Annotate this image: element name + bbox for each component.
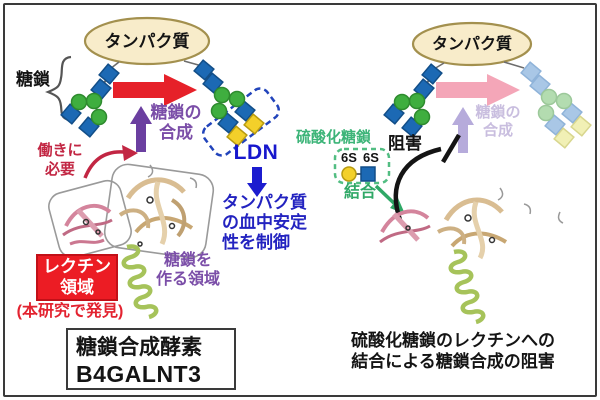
sulfated-glycan-label: 硫酸化糖鎖 bbox=[296, 129, 372, 146]
galnac-squares bbox=[226, 113, 265, 147]
helix-right bbox=[448, 249, 486, 325]
synthesis-label-left: 糖鎖の 合成 bbox=[150, 103, 202, 143]
lectin-domain-label: レクチン 領域 bbox=[36, 254, 118, 301]
helix-left bbox=[121, 244, 159, 320]
substrate-glycan-left bbox=[60, 63, 120, 138]
inhibition-arrow bbox=[393, 133, 461, 221]
ldn-label: LDN bbox=[233, 141, 279, 164]
catalytic-domain-label: 糖鎖を 作る領域 bbox=[155, 252, 220, 288]
substrate-glycan-right bbox=[383, 63, 443, 138]
stability-note: タンパク質 の血中安定 性を制御 bbox=[222, 193, 307, 253]
lectin-ribbons-left bbox=[62, 203, 113, 246]
protein-ellipse-right bbox=[411, 21, 533, 67]
enzyme-action-arrow-faded bbox=[452, 107, 474, 153]
sulfated-glycan-symbols bbox=[341, 166, 376, 182]
lectin-ribbons-right bbox=[379, 209, 431, 244]
product-glycan-faded bbox=[520, 61, 592, 149]
synthesis-arrow-red bbox=[113, 74, 197, 106]
lectin-domain-outline bbox=[48, 179, 132, 259]
enzyme-action-arrow-purple bbox=[130, 106, 152, 152]
inhibition-label: 阻害 bbox=[388, 134, 422, 153]
sulfate-tag-2: 6S bbox=[363, 150, 379, 165]
synthesis-label-faded: 糖鎖の 合成 bbox=[475, 104, 521, 139]
catalytic-ribbons-left bbox=[118, 164, 198, 247]
protein-label-right: タンパク質 bbox=[431, 36, 512, 53]
enzyme-caption-box: 糖鎖合成酵素 B4GALNT3 bbox=[66, 328, 236, 390]
mannose-circles bbox=[70, 92, 108, 126]
figure-border bbox=[3, 3, 597, 397]
sulfate-tag-1: 6S bbox=[341, 150, 357, 165]
glycan-brace bbox=[45, 55, 74, 123]
enzyme-name: 糖鎖合成酵素 bbox=[76, 335, 202, 359]
function-arrow-curve bbox=[83, 150, 125, 179]
ldn-effect-arrow bbox=[247, 167, 267, 197]
binding-label: 結合 bbox=[344, 184, 377, 201]
glycan-label: 糖鎖 bbox=[16, 70, 50, 89]
function-note: 働きに 必要 bbox=[37, 142, 83, 178]
function-arrow-head bbox=[122, 145, 138, 161]
discovery-note: (本研究で発見) bbox=[16, 303, 124, 320]
product-glycan-ldn bbox=[193, 59, 281, 157]
ldn-dashed-outline bbox=[201, 87, 281, 157]
synthesis-arrow-faded-pink bbox=[436, 74, 520, 106]
right-panel-caption: 硫酸化糖鎖のレクチンへの 結合による糖鎖合成の阻害 bbox=[351, 331, 555, 371]
protein-label-left: タンパク質 bbox=[104, 32, 190, 51]
catalytic-domain-outline bbox=[103, 163, 215, 259]
catalytic-ribbons-right bbox=[437, 187, 564, 260]
enzyme-gene: B4GALNT3 bbox=[76, 360, 202, 387]
protein-ellipse-left bbox=[83, 16, 211, 66]
